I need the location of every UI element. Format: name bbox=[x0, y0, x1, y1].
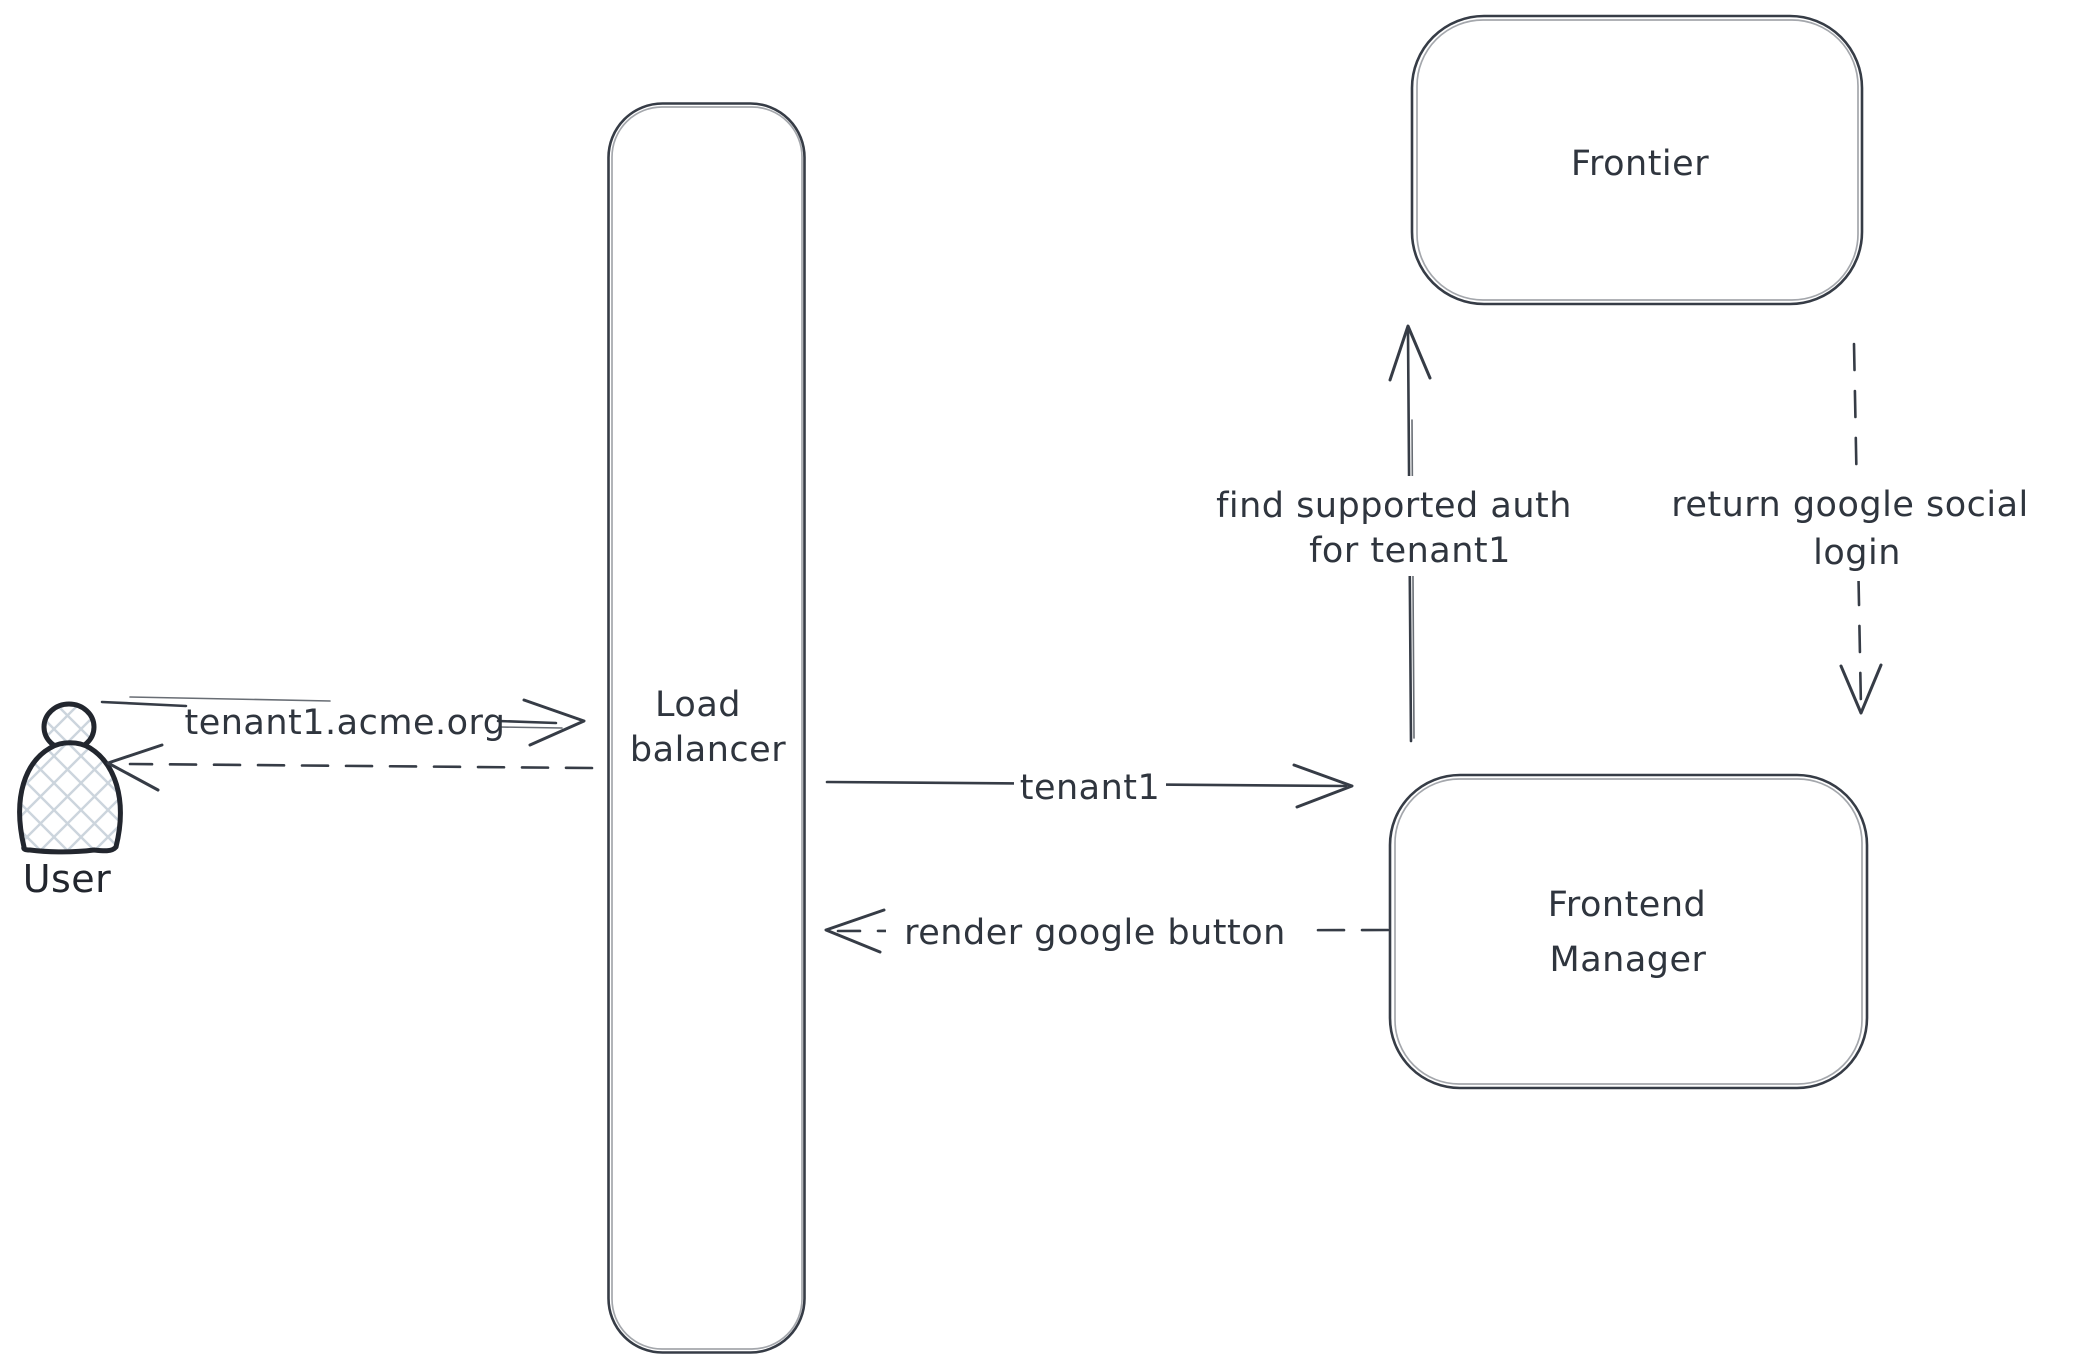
arrow-line-sketch bbox=[1411, 419, 1415, 739]
arrow-head-down-icon bbox=[1839, 663, 1883, 715]
arrow-label-bg bbox=[1642, 471, 2056, 581]
frontend-manager-label-line2: Manager bbox=[1550, 940, 1707, 980]
arrow-frontier-to-frontend-manager: return google social login bbox=[1642, 342, 2056, 715]
arrow-line-sketch bbox=[499, 726, 563, 729]
arrow-label-return-google-social-line1: return google social bbox=[1671, 485, 2029, 525]
arrow-label-bg bbox=[1198, 476, 1590, 576]
arrow-label-return-google-social-line2: login bbox=[1813, 533, 1901, 573]
arrow-label-find-supported-auth-line1: find supported auth bbox=[1216, 486, 1572, 526]
load-balancer-label-line1: Load bbox=[655, 685, 741, 725]
frontend-manager-label-line1: Frontend bbox=[1548, 885, 1706, 925]
frontend-manager-box-sketch bbox=[1394, 778, 1863, 1085]
dashed-arrow-line bbox=[1852, 342, 1863, 710]
arrow-head-left-icon bbox=[106, 743, 164, 792]
arrow-label-tenant1-acme-org: tenant1.acme.org bbox=[184, 703, 505, 743]
arrow-load-balancer-to-user bbox=[106, 743, 594, 792]
arrow-line bbox=[496, 719, 558, 725]
arrow-frontend-manager-to-load-balancer: render google button bbox=[824, 893, 1390, 957]
load-balancer-box bbox=[607, 102, 806, 1354]
arrow-load-balancer-to-frontend-manager: tenant1 bbox=[825, 760, 1354, 809]
arrow-label-bg bbox=[886, 893, 1306, 957]
arrow-head-right-icon bbox=[1292, 763, 1354, 809]
user-actor bbox=[17, 701, 123, 855]
arrow-line-sketch bbox=[129, 696, 331, 702]
dashed-arrow-line bbox=[128, 762, 594, 770]
frontend-manager-box bbox=[1388, 773, 1869, 1090]
arrow-line bbox=[100, 700, 188, 708]
arrow-user-to-load-balancer: tenant1.acme.org bbox=[100, 696, 586, 747]
frontier-box-sketch bbox=[1416, 19, 1859, 301]
load-balancer-label-line2: balancer bbox=[630, 730, 786, 770]
frontier-label: Frontier bbox=[1571, 144, 1709, 184]
arrow-head-left-icon bbox=[824, 908, 886, 954]
frontier-node: Frontier bbox=[1410, 14, 1864, 306]
load-balancer-node: Load balancer bbox=[607, 102, 806, 1354]
arrow-label-render-google-button: render google button bbox=[904, 913, 1286, 953]
arrow-head-right-icon bbox=[522, 698, 586, 747]
frontend-manager-node: Frontend Manager bbox=[1388, 773, 1869, 1090]
user-label: User bbox=[23, 857, 112, 901]
frontier-box bbox=[1410, 14, 1864, 306]
arrow-head-up-icon bbox=[1388, 324, 1432, 382]
arrow-label-tenant1: tenant1 bbox=[1020, 768, 1161, 808]
arrow-frontend-manager-to-frontier: find supported auth for tenant1 bbox=[1198, 324, 1590, 743]
arrow-label-find-supported-auth-line2: for tenant1 bbox=[1309, 531, 1511, 571]
arrow-label-bg bbox=[1014, 760, 1166, 806]
load-balancer-box-sketch bbox=[611, 106, 803, 1350]
user-body-icon bbox=[17, 740, 123, 855]
